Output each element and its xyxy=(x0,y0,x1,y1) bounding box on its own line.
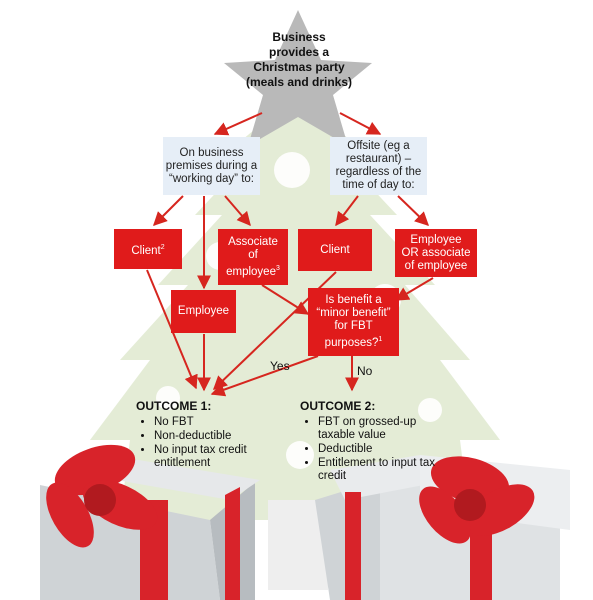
list-item: No input tax credit entitlement xyxy=(154,444,269,470)
employee-or-associate-box: Employee OR associate of employee xyxy=(395,229,477,277)
list-item: Non-deductible xyxy=(154,430,276,443)
outcome-2-title: OUTCOME 2: xyxy=(300,399,376,413)
list-item: Entitlement to input tax credit xyxy=(318,457,436,483)
yes-label: Yes xyxy=(270,359,290,373)
arrow-to-associate xyxy=(224,195,251,227)
minor-benefit-question-box: Is benefit a “minor benefit” for FBT pur… xyxy=(308,288,399,356)
outcome-1-title: OUTCOME 1: xyxy=(136,399,212,413)
offsite-box: Offsite (eg a restaurant) – regardless o… xyxy=(330,137,427,195)
arrow-to-on-premises xyxy=(213,112,263,136)
list-item: Deductible xyxy=(318,443,440,456)
arrow-associate-to-minor xyxy=(261,284,310,315)
arrow-to-employee-or-associate xyxy=(397,195,430,226)
list-item: No FBT xyxy=(154,416,276,429)
arrow-to-client-b xyxy=(335,195,359,227)
client-box-premises: Client2 xyxy=(114,229,182,269)
arrow-minor-yes-to-outcome1 xyxy=(210,355,319,397)
diagram-title: Business provides a Christmas party (mea… xyxy=(245,30,353,89)
arrow-to-offsite xyxy=(339,112,382,135)
on-premises-box: On business premises during a “working d… xyxy=(163,137,260,195)
open-gift-left-icon xyxy=(40,444,260,600)
employee-box: Employee xyxy=(171,290,236,333)
outcome-1: OUTCOME 1: No FBT Non-deductible No inpu… xyxy=(136,399,276,471)
arrow-employee-or-associate-to-minor xyxy=(394,277,434,301)
no-label: No xyxy=(357,364,373,378)
outcome-2: OUTCOME 2: FBT on grossed-up taxable val… xyxy=(300,399,440,484)
client-box-offsite: Client xyxy=(298,229,372,271)
list-item: FBT on grossed-up taxable value xyxy=(318,416,436,442)
associate-box: Associate of employee3 xyxy=(218,229,288,285)
open-gift-right-icon xyxy=(315,455,570,600)
arrow-to-client-a xyxy=(153,195,184,226)
star-icon xyxy=(224,10,372,146)
